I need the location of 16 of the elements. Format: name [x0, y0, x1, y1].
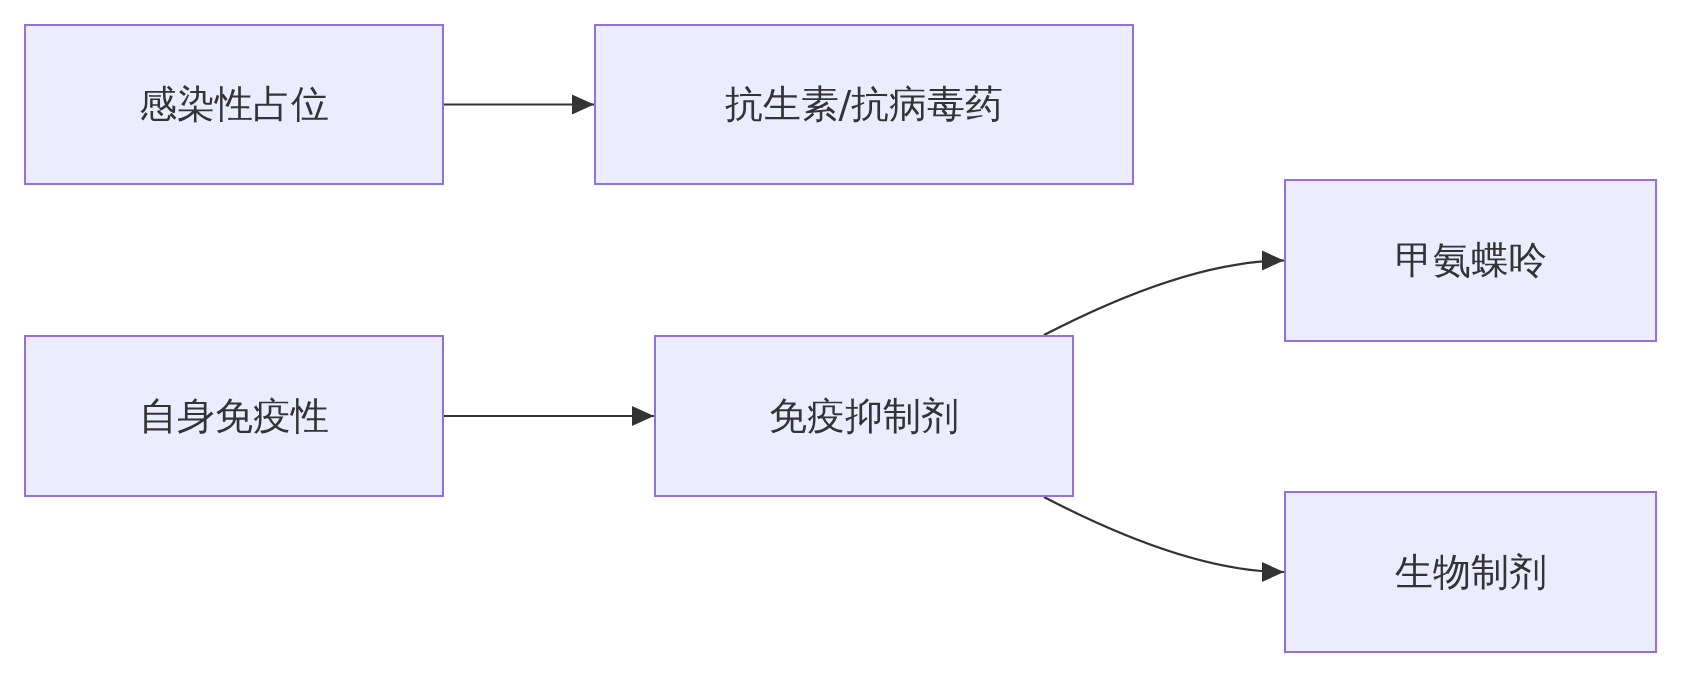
box-label: 生物制剂 — [1394, 548, 1547, 596]
box-label: 感染性占位 — [139, 81, 329, 128]
process-box — [654, 335, 1074, 497]
box-label: 自身免疫性 — [139, 392, 329, 440]
arrow — [1043, 496, 1285, 582]
process-box — [1284, 491, 1657, 653]
process-box — [24, 335, 444, 497]
arrow — [444, 94, 594, 115]
arrow — [444, 406, 654, 426]
process-box — [1284, 179, 1657, 342]
arrow — [1043, 251, 1285, 336]
box-label: 免疫抑制剂 — [769, 392, 959, 440]
box-label: 甲氨蝶呤 — [1394, 237, 1547, 284]
box-label: 抗生素/抗病毒药 — [724, 81, 1004, 128]
process-box — [24, 24, 444, 185]
process-box — [594, 24, 1134, 185]
